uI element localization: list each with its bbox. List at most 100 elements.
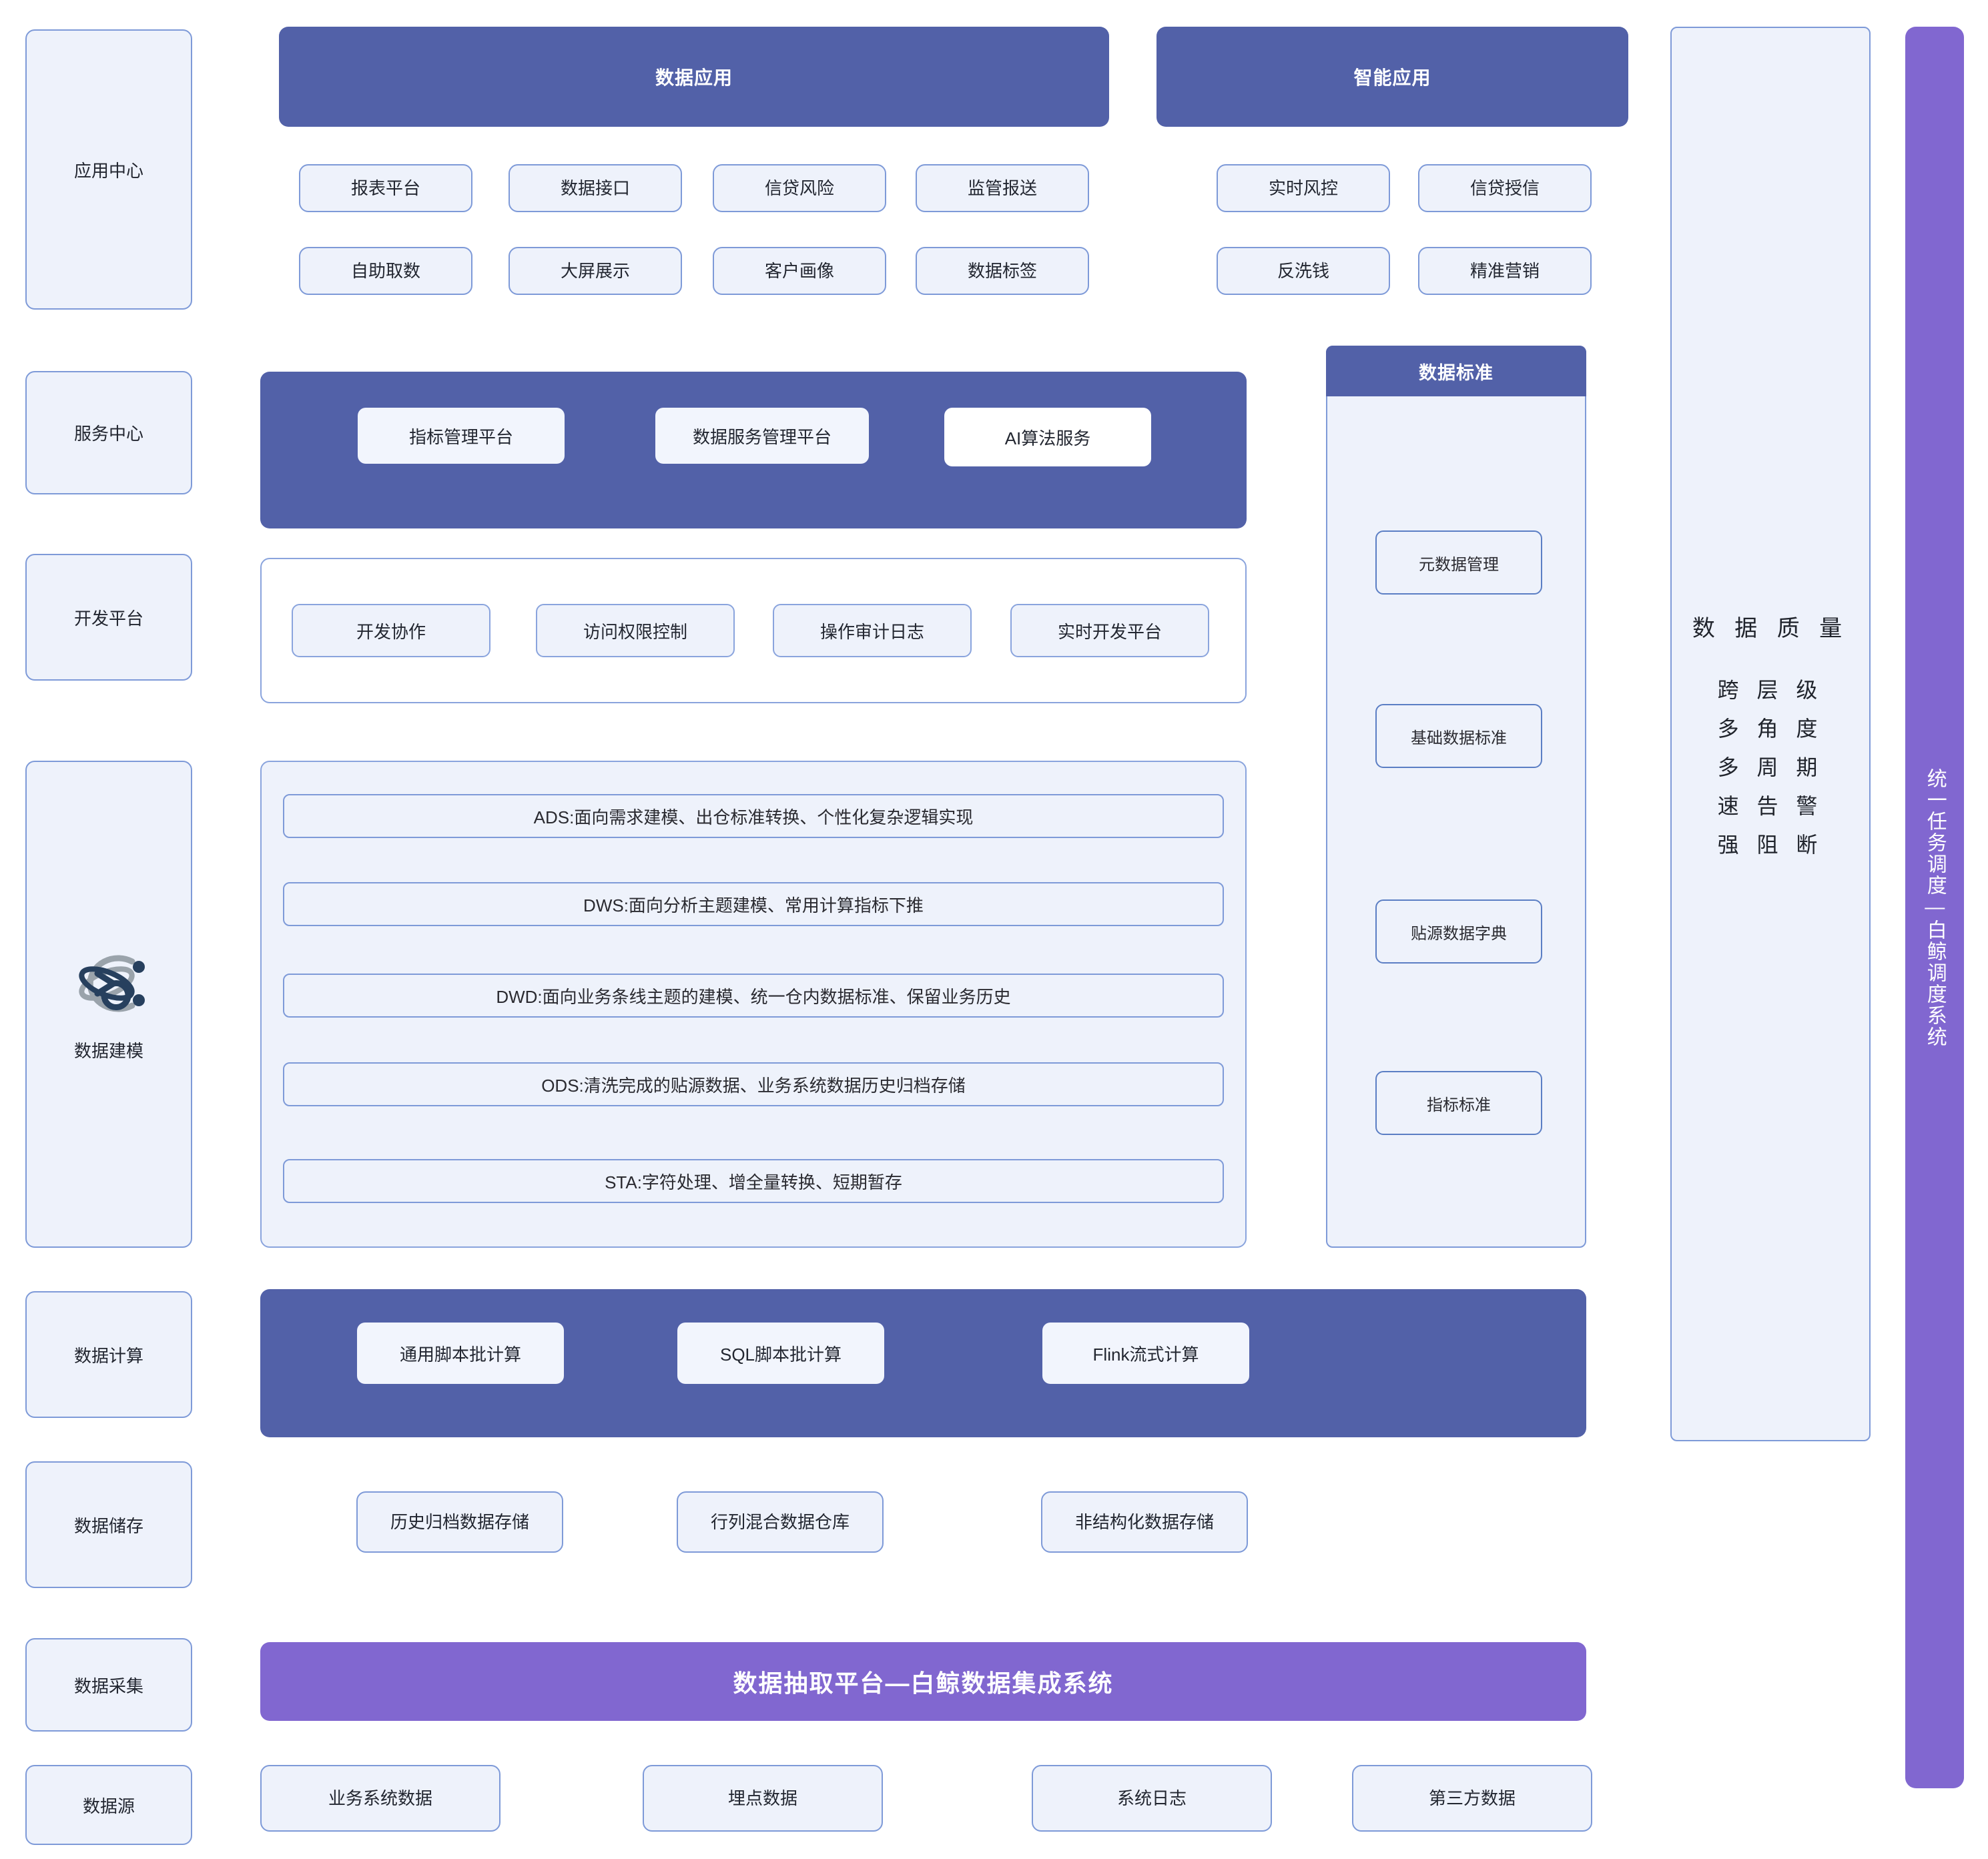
data-standard-title: 数据标准 bbox=[1326, 346, 1586, 396]
sidebar-item-data-compute[interactable]: 数据计算 bbox=[25, 1291, 192, 1418]
tile-label: 精准营销 bbox=[1469, 260, 1540, 281]
app-tile-large-screen-display[interactable]: 大屏展示 bbox=[509, 247, 682, 295]
std-tile-basic-data-standard[interactable]: 基础数据标准 bbox=[1375, 704, 1542, 768]
sidebar-item-data-storage[interactable]: 数据储存 bbox=[25, 1461, 192, 1588]
data-compute-band: 通用脚本批计算 SQL脚本批计算 Flink流式计算 bbox=[260, 1289, 1586, 1437]
tile-label: 贴源数据字典 bbox=[1411, 924, 1507, 943]
layer-label: DWS:面向分析主题建模、常用计算指标下推 bbox=[583, 895, 924, 915]
tile-label: 通用脚本批计算 bbox=[399, 1344, 521, 1365]
tile-label: 大屏展示 bbox=[560, 260, 630, 281]
service-tile-metric-platform[interactable]: 指标管理平台 bbox=[358, 408, 565, 464]
dev-tile-realtime-dev-platform[interactable]: 实时开发平台 bbox=[1010, 604, 1209, 657]
sidebar-item-data-source[interactable]: 数据源 bbox=[25, 1765, 192, 1845]
tile-label: 操作审计日志 bbox=[819, 621, 924, 642]
service-tile-data-service-platform[interactable]: 数据服务管理平台 bbox=[655, 408, 869, 464]
band-label: 数据抽取平台—白鲸数据集成系统 bbox=[733, 1669, 1114, 1697]
modeling-layer-dws[interactable]: DWS:面向分析主题建模、常用计算指标下推 bbox=[283, 882, 1224, 926]
service-center-band: 指标管理平台 数据服务管理平台 AI算法服务 bbox=[260, 372, 1247, 528]
modeling-layer-ods[interactable]: ODS:清洗完成的贴源数据、业务系统数据历史归档存储 bbox=[283, 1062, 1224, 1106]
modeling-layer-ads[interactable]: ADS:面向需求建模、出仓标准转换、个性化复杂逻辑实现 bbox=[283, 794, 1224, 838]
tile-label: 开发协作 bbox=[356, 621, 426, 642]
modeling-layer-sta[interactable]: STA:字符处理、增全量转换、短期暂存 bbox=[283, 1159, 1224, 1203]
service-tile-ai-algorithm-service[interactable]: AI算法服务 bbox=[944, 408, 1151, 466]
tile-label: 反洗钱 bbox=[1277, 260, 1329, 281]
app-tile-report-platform[interactable]: 报表平台 bbox=[299, 164, 472, 212]
tile-label: 监管报送 bbox=[967, 177, 1037, 198]
app-tile-anti-money-laundering[interactable]: 反洗钱 bbox=[1217, 247, 1390, 295]
tile-label: 埋点数据 bbox=[727, 1788, 797, 1808]
app-tile-credit-risk[interactable]: 信贷风险 bbox=[713, 164, 886, 212]
layer-label: DWD:面向业务条线主题的建模、统一仓内数据标准、保留业务历史 bbox=[496, 986, 1011, 1007]
sidebar-item-label: 开发平台 bbox=[73, 608, 143, 629]
dev-tile-collaboration[interactable]: 开发协作 bbox=[292, 604, 490, 657]
sidebar-item-label: 服务中心 bbox=[73, 424, 143, 444]
tile-label: 信贷风险 bbox=[764, 177, 834, 198]
data-quality-lines: 跨 层 级 多 角 度 多 周 期 速 告 警 强 阻 断 bbox=[1718, 673, 1824, 859]
std-tile-metric-standard[interactable]: 指标标准 bbox=[1375, 1071, 1542, 1135]
quality-line: 多 角 度 bbox=[1717, 716, 1824, 741]
app-tile-realtime-risk-control[interactable]: 实时风控 bbox=[1217, 164, 1390, 212]
tile-label: 数据标签 bbox=[967, 260, 1037, 281]
data-standard-column: 数据标准 元数据管理 基础数据标准 贴源数据字典 指标标准 bbox=[1326, 346, 1586, 1248]
dev-tile-access-control[interactable]: 访问权限控制 bbox=[536, 604, 735, 657]
title-label: 数据标准 bbox=[1419, 362, 1494, 383]
compute-tile-general-script-batch[interactable]: 通用脚本批计算 bbox=[357, 1323, 564, 1384]
sidebar-item-application-center[interactable]: 应用中心 bbox=[25, 29, 192, 310]
app-tile-data-interface[interactable]: 数据接口 bbox=[509, 164, 682, 212]
quality-line: 多 周 期 bbox=[1717, 755, 1824, 779]
quality-line: 强 阻 断 bbox=[1717, 832, 1824, 857]
source-tile-business-system-data[interactable]: 业务系统数据 bbox=[260, 1765, 501, 1832]
storage-tile-unstructured-storage[interactable]: 非结构化数据存储 bbox=[1041, 1491, 1248, 1553]
unified-scheduler-bar: 统一任务调度—白鲸调度系统 bbox=[1905, 27, 1964, 1788]
tile-label: 历史归档数据存储 bbox=[390, 1511, 529, 1532]
sidebar-item-label: 数据计算 bbox=[73, 1345, 143, 1366]
intelligent-application-title: 智能应用 bbox=[1353, 67, 1431, 88]
compute-tile-sql-script-batch[interactable]: SQL脚本批计算 bbox=[677, 1323, 884, 1384]
tile-label: 行列混合数据仓库 bbox=[710, 1511, 850, 1532]
tile-label: 客户画像 bbox=[764, 260, 834, 281]
app-tile-data-label[interactable]: 数据标签 bbox=[916, 247, 1089, 295]
app-tile-customer-profile[interactable]: 客户画像 bbox=[713, 247, 886, 295]
app-tile-credit-granting[interactable]: 信贷授信 bbox=[1418, 164, 1592, 212]
app-tile-self-service-query[interactable]: 自助取数 bbox=[299, 247, 472, 295]
sidebar-item-data-collection[interactable]: 数据采集 bbox=[25, 1638, 192, 1732]
app-tile-regulatory-report[interactable]: 监管报送 bbox=[916, 164, 1089, 212]
compute-tile-flink-streaming[interactable]: Flink流式计算 bbox=[1042, 1323, 1249, 1384]
tile-label: 系统日志 bbox=[1116, 1788, 1187, 1808]
tile-label: 实时开发平台 bbox=[1057, 621, 1162, 642]
tile-label: 业务系统数据 bbox=[328, 1788, 432, 1808]
dev-platform-container: 开发协作 访问权限控制 操作审计日志 实时开发平台 bbox=[260, 558, 1247, 703]
quality-line: 速 告 警 bbox=[1717, 793, 1824, 818]
source-tile-system-log[interactable]: 系统日志 bbox=[1032, 1765, 1272, 1832]
sidebar-item-label: 数据储存 bbox=[73, 1515, 143, 1536]
tile-label: 自助取数 bbox=[350, 260, 420, 281]
sidebar-item-data-modeling[interactable]: 数据建模 bbox=[25, 761, 192, 1248]
std-tile-metadata-management[interactable]: 元数据管理 bbox=[1375, 530, 1542, 595]
tile-label: 报表平台 bbox=[350, 177, 420, 198]
sidebar-item-dev-platform[interactable]: 开发平台 bbox=[25, 554, 192, 681]
data-application-title: 数据应用 bbox=[655, 67, 733, 88]
layer-label: ODS:清洗完成的贴源数据、业务系统数据历史归档存储 bbox=[541, 1075, 966, 1096]
tile-label: 基础数据标准 bbox=[1411, 729, 1507, 747]
source-tile-tracking-data[interactable]: 埋点数据 bbox=[643, 1765, 883, 1832]
tile-label: 第三方数据 bbox=[1428, 1788, 1516, 1808]
layer-label: ADS:面向需求建模、出仓标准转换、个性化复杂逻辑实现 bbox=[533, 807, 974, 827]
tile-label: 指标标准 bbox=[1427, 1096, 1491, 1114]
data-extraction-platform-band: 数据抽取平台—白鲸数据集成系统 bbox=[260, 1642, 1586, 1721]
tile-label: AI算法服务 bbox=[1004, 428, 1091, 448]
app-tile-precision-marketing[interactable]: 精准营销 bbox=[1418, 247, 1592, 295]
tile-label: 指标管理平台 bbox=[408, 426, 513, 447]
atom-orbit-icon bbox=[65, 947, 152, 1020]
dev-tile-audit-log[interactable]: 操作审计日志 bbox=[773, 604, 972, 657]
tile-label: 数据服务管理平台 bbox=[692, 426, 832, 447]
storage-tile-historical-archive[interactable]: 历史归档数据存储 bbox=[356, 1491, 563, 1553]
source-tile-third-party-data[interactable]: 第三方数据 bbox=[1352, 1765, 1592, 1832]
tile-label: 访问权限控制 bbox=[583, 621, 687, 642]
tile-label: Flink流式计算 bbox=[1092, 1344, 1199, 1365]
layer-label: STA:字符处理、增全量转换、短期暂存 bbox=[605, 1172, 902, 1192]
storage-tile-hybrid-warehouse[interactable]: 行列混合数据仓库 bbox=[677, 1491, 884, 1553]
std-tile-source-data-dictionary[interactable]: 贴源数据字典 bbox=[1375, 899, 1542, 964]
sidebar-item-service-center[interactable]: 服务中心 bbox=[25, 371, 192, 494]
modeling-layer-dwd[interactable]: DWD:面向业务条线主题的建模、统一仓内数据标准、保留业务历史 bbox=[283, 974, 1224, 1018]
